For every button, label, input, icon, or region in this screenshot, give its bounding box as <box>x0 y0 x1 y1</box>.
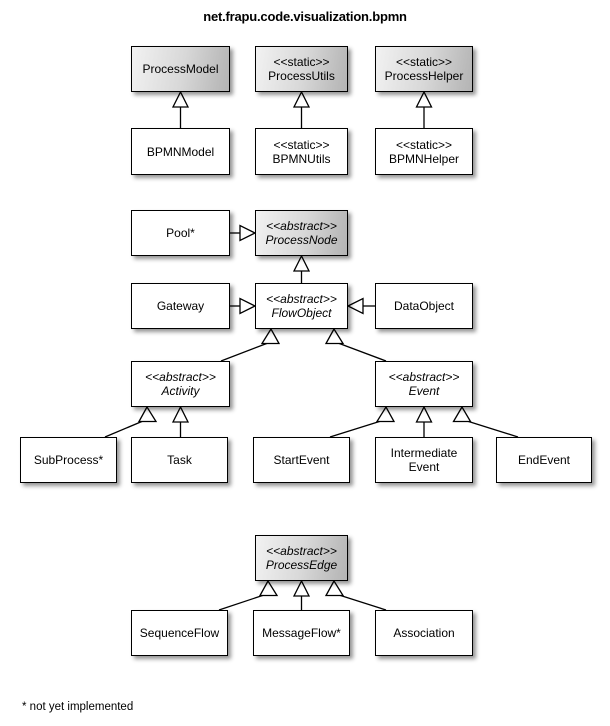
relation-bpmnhelper-processhelper <box>415 90 433 128</box>
class-name: DataObject <box>393 299 455 313</box>
class-name: SubProcess* <box>33 453 104 467</box>
relation-startevent-event <box>329 405 396 438</box>
class-box-sequenceflow[interactable]: SequenceFlow <box>131 610 228 656</box>
class-box-bpmnmodel[interactable]: BPMNModel <box>131 128 230 175</box>
class-stereotype: <<static>> <box>273 55 330 69</box>
relation-endevent-event <box>452 405 519 438</box>
class-stereotype: <<abstract>> <box>388 370 460 384</box>
class-name: Event <box>408 460 440 474</box>
class-name: ProcessUtils <box>268 69 335 83</box>
class-name: SequenceFlow <box>139 626 220 640</box>
relation-bpmnutils-processutils <box>292 90 311 128</box>
relation-intermediate-event <box>415 405 433 437</box>
class-box-flowobject[interactable]: <<abstract>>FlowObject <box>255 283 348 329</box>
class-box-processnode[interactable]: <<abstract>>ProcessNode <box>255 210 348 256</box>
class-name: Association <box>393 626 455 640</box>
class-box-processedge[interactable]: <<abstract>>ProcessEdge <box>255 535 348 581</box>
relation-task-activity <box>171 405 190 437</box>
relation-bpmnmodel-processmodel <box>171 90 190 128</box>
class-stereotype: <<abstract>> <box>266 219 337 233</box>
class-name: ProcessNode <box>265 233 338 247</box>
class-name: BPMNHelper <box>388 151 460 166</box>
class-name: StartEvent <box>273 453 330 467</box>
class-name: EndEvent <box>517 453 571 467</box>
class-name: BPMNUtils <box>272 151 331 166</box>
relation-pool-processnode <box>230 224 257 242</box>
relation-messageflow-processedge <box>292 579 311 610</box>
class-stereotype: <<static>> <box>395 55 453 69</box>
relation-gateway-flowobject <box>230 297 257 315</box>
class-box-bpmnutils[interactable]: <<static>>BPMNUtils <box>255 128 348 175</box>
class-name: Activity <box>161 384 200 398</box>
class-stereotype: <<static>> <box>395 137 453 152</box>
class-stereotype: <<static>> <box>273 137 330 152</box>
page-title: net.frapu.code.visualization.bpmn <box>203 9 407 24</box>
class-box-gateway[interactable]: Gateway <box>131 283 230 329</box>
class-name: FlowObject <box>271 306 332 320</box>
relation-subprocess-activity <box>104 405 158 438</box>
class-box-event[interactable]: <<abstract>>Event <box>375 361 473 407</box>
class-box-endevent[interactable]: EndEvent <box>496 437 592 483</box>
class-name: BPMNModel <box>146 144 215 159</box>
class-name: Pool* <box>166 226 195 240</box>
class-name: ProcessEdge <box>265 558 338 572</box>
class-box-bpmnhelper[interactable]: <<static>>BPMNHelper <box>375 128 473 175</box>
class-stereotype: <<abstract>> <box>266 292 337 306</box>
class-box-processhelper[interactable]: <<static>>ProcessHelper <box>375 46 473 92</box>
relation-flowobject-processnode <box>292 254 311 283</box>
relation-dataobject-flowobject <box>346 297 375 315</box>
class-name: ProcessHelper <box>384 69 464 83</box>
class-box-dataobject[interactable]: DataObject <box>375 283 473 329</box>
class-name: Task <box>167 453 192 467</box>
class-name: MessageFlow* <box>262 626 341 640</box>
class-stereotype: Intermediate <box>390 446 458 460</box>
class-name: ProcessModel <box>142 62 219 76</box>
class-name: Gateway <box>156 299 205 313</box>
class-box-startevent[interactable]: StartEvent <box>253 437 350 483</box>
class-name: Event <box>408 384 440 398</box>
class-box-processmodel[interactable]: ProcessModel <box>131 46 230 92</box>
relation-sequenceflow-processedge <box>218 579 279 611</box>
relation-activity-flowobject <box>220 327 281 362</box>
class-box-activity[interactable]: <<abstract>>Activity <box>131 361 230 407</box>
class-box-messageflow[interactable]: MessageFlow* <box>253 610 350 656</box>
class-box-subprocess[interactable]: SubProcess* <box>20 437 117 483</box>
relation-association-processedge <box>324 579 387 611</box>
class-stereotype: <<abstract>> <box>266 544 337 558</box>
class-box-pool[interactable]: Pool* <box>131 210 230 256</box>
class-box-association[interactable]: Association <box>375 610 473 656</box>
legend-footnote: * not yet implemented <box>22 701 134 713</box>
relation-event-flowobject <box>324 327 387 362</box>
class-box-task[interactable]: Task <box>131 437 228 483</box>
class-box-processutils[interactable]: <<static>>ProcessUtils <box>255 46 348 92</box>
class-stereotype: <<abstract>> <box>145 370 216 384</box>
